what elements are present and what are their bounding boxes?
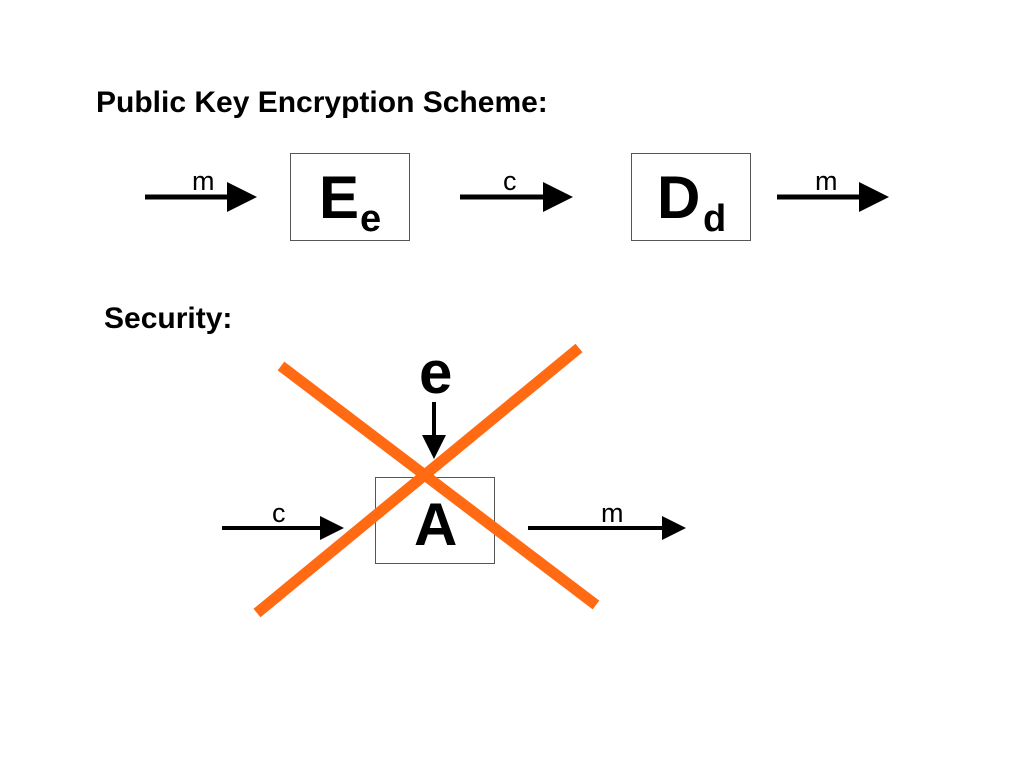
ciphertext-label: c xyxy=(503,166,517,196)
adversary-input-label: c xyxy=(272,498,286,528)
adversary-letter: A xyxy=(414,491,458,558)
encrypt-letter: E xyxy=(319,164,360,231)
decrypt-box: D d xyxy=(631,153,751,241)
adversary-box: A xyxy=(375,477,495,564)
encrypt-box: E e xyxy=(290,153,410,241)
encrypt-subscript: e xyxy=(360,198,382,240)
security-heading: Security: xyxy=(104,302,233,335)
key-label: e xyxy=(419,339,453,406)
decrypt-subscript: d xyxy=(703,198,727,240)
output-label: m xyxy=(815,166,838,196)
adversary-output-label: m xyxy=(601,498,624,528)
decrypt-letter: D xyxy=(657,164,701,231)
input-label: m xyxy=(192,166,215,196)
scheme-heading: Public Key Encryption Scheme: xyxy=(96,86,548,119)
